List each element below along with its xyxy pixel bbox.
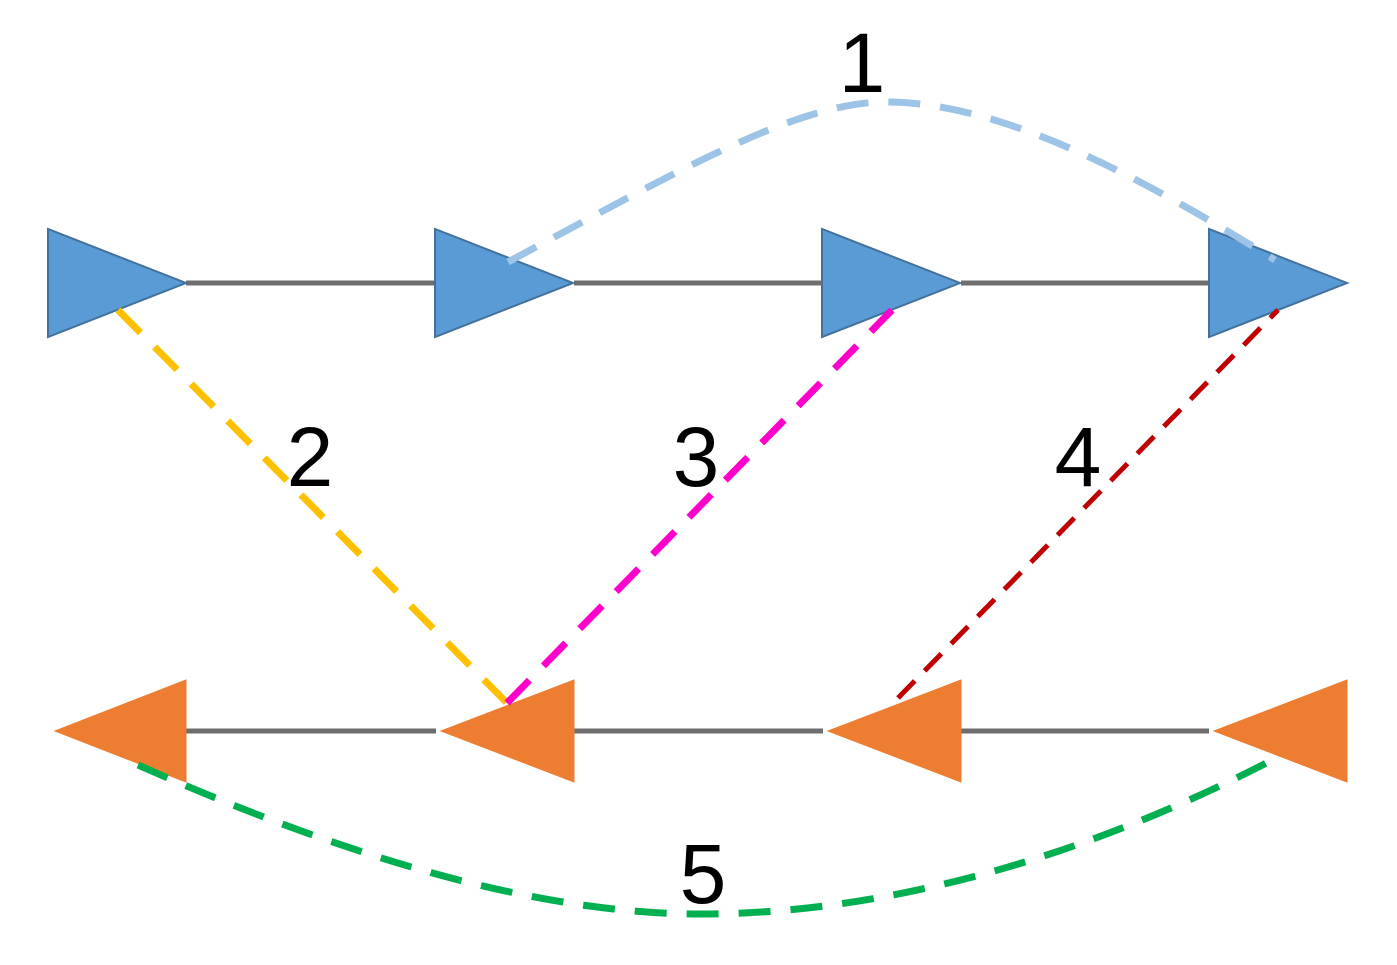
top-node-1 [47,227,189,339]
top-node-4 [1208,227,1350,339]
edge-5-path [136,753,1280,918]
bottom-node-4 [1212,679,1348,783]
bottom-node-3 [826,679,962,783]
edge-5-label: 5 [680,827,727,921]
edge-1-path [506,98,1277,266]
edge-2-label: 2 [287,410,334,504]
edge-3-path [504,307,895,706]
edge-4-path [896,308,1280,700]
bottom-node-1 [53,679,187,783]
top-node-2 [434,227,576,339]
dashed-edges [115,98,1280,918]
edge-4-label: 4 [1055,410,1102,504]
bottom-row-nodes [53,679,1348,783]
top-row-nodes [47,227,1350,339]
edge-labels: 1 2 3 4 5 [287,16,1102,921]
edge-2-path [115,307,510,706]
edge-3-label: 3 [673,410,720,504]
edge-1-label: 1 [839,16,886,110]
top-node-3 [821,227,963,339]
bottom-node-2 [439,679,575,783]
